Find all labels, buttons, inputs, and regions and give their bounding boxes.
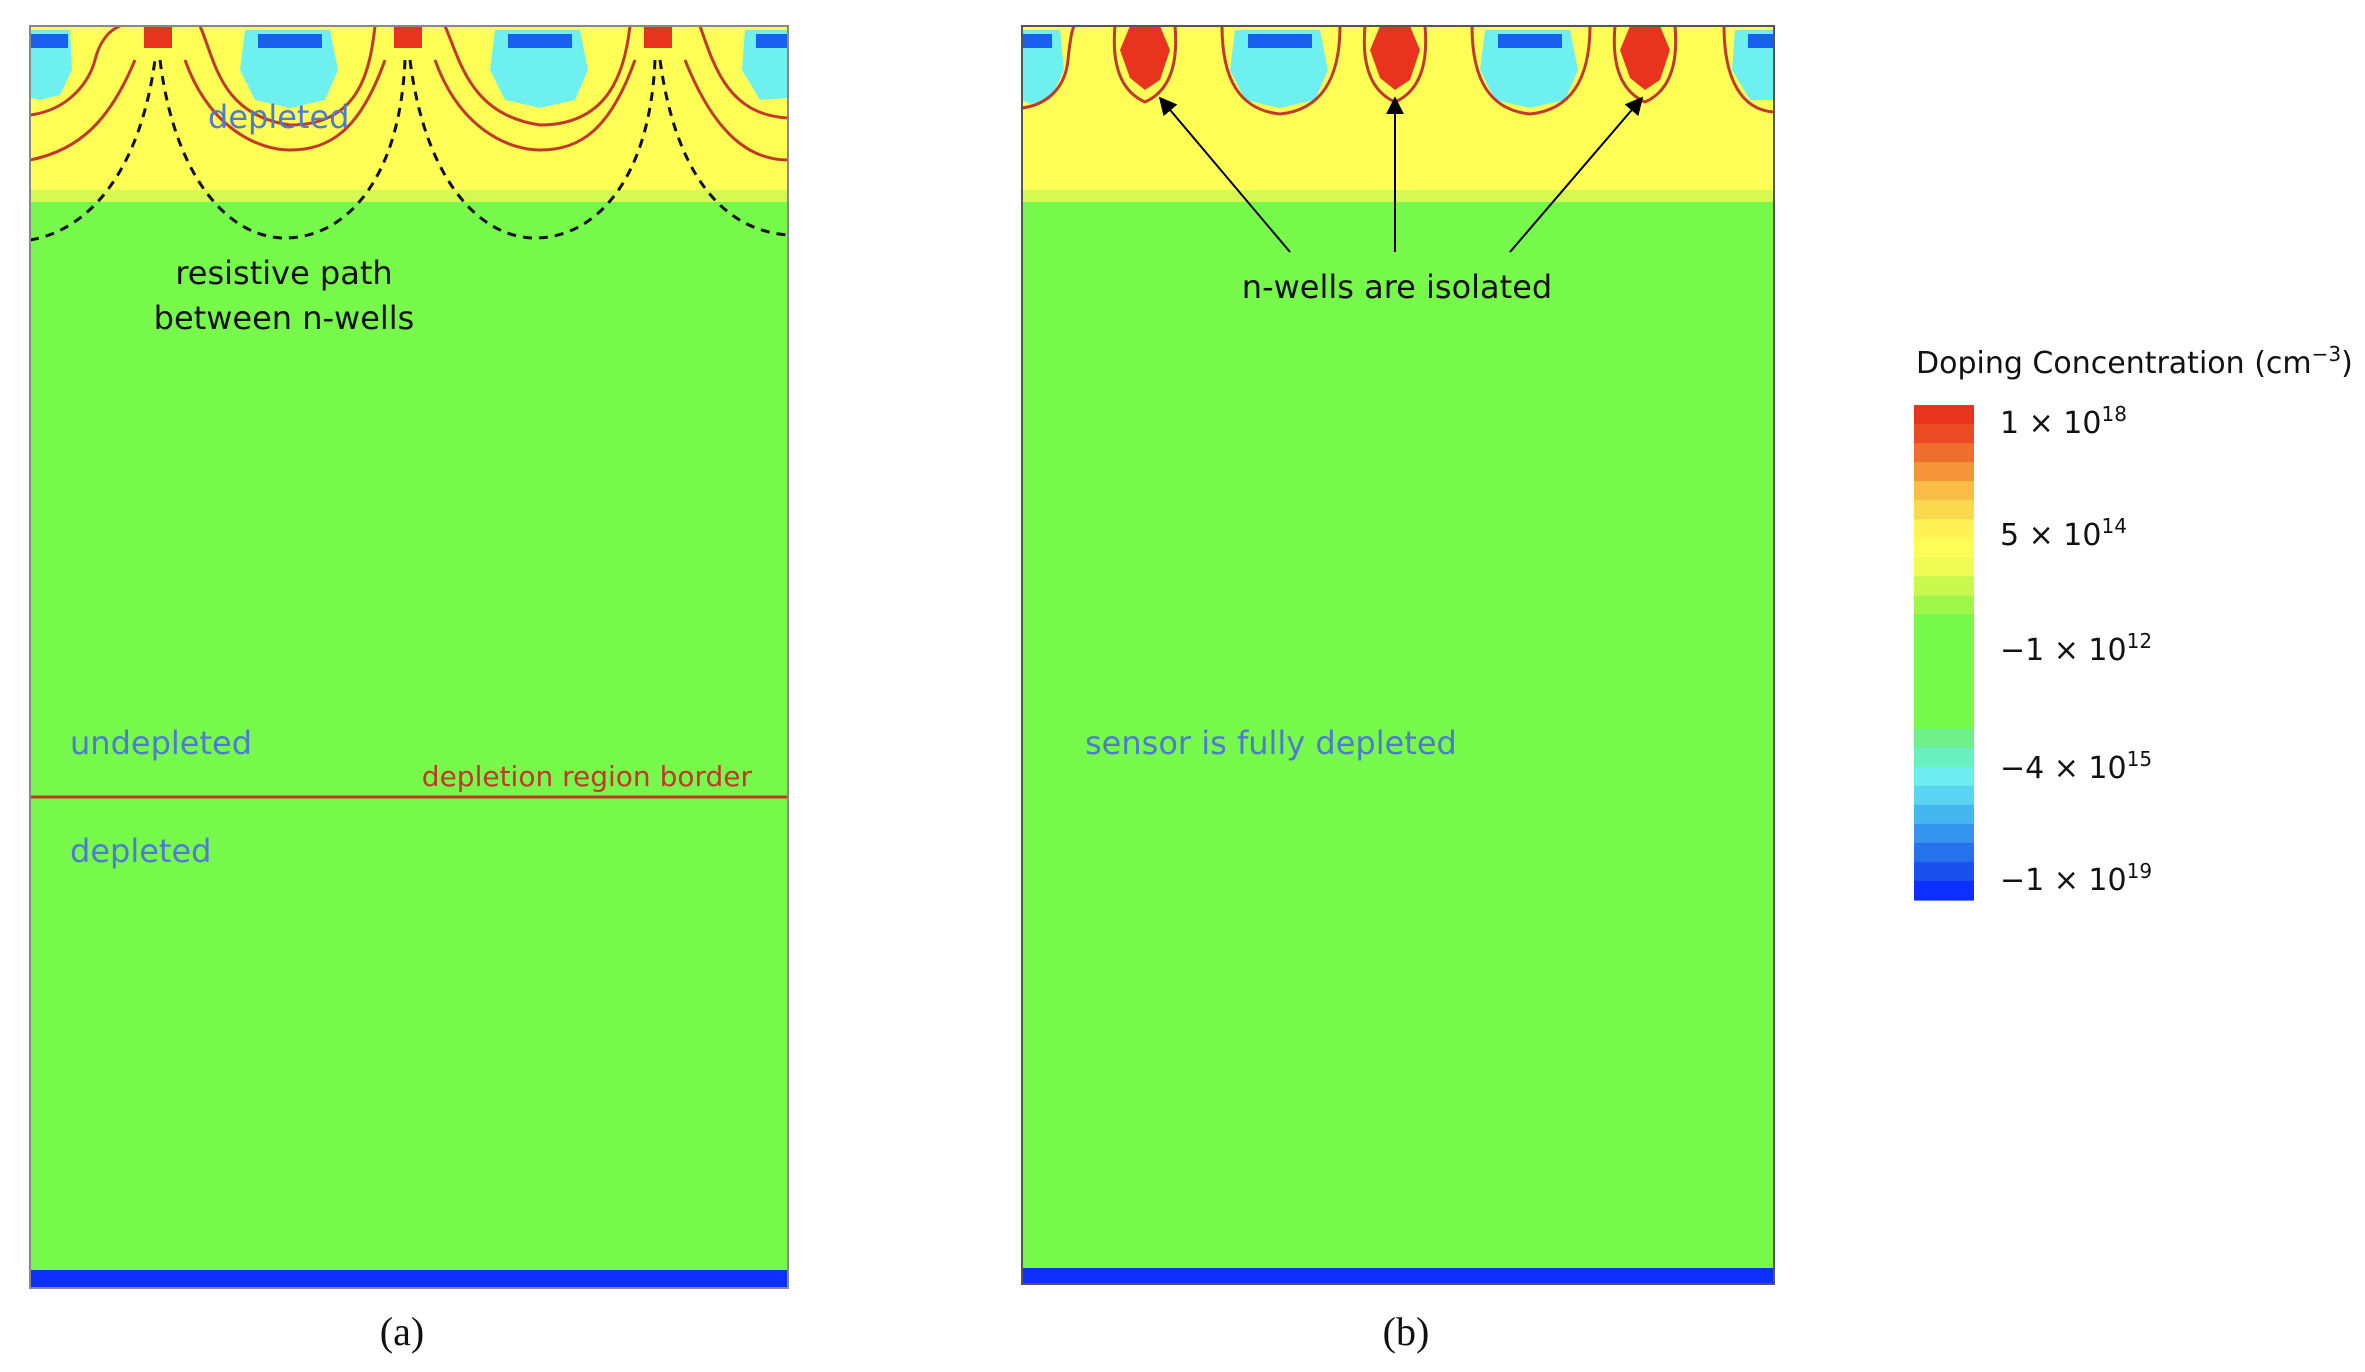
p-well-transition-b (1022, 190, 1774, 202)
deep-p-wells-b (1022, 30, 1774, 108)
label-isolated: n-wells are isolated (1242, 268, 1552, 306)
p-substrate-a (30, 26, 788, 1288)
isolation-arrows (1158, 96, 1644, 253)
legend-band (1914, 519, 1974, 539)
legend-band (1914, 443, 1974, 463)
doping-legend: Doping Concentration (cm−3) 1 × 1018 5 ×… (1914, 342, 2353, 901)
legend-band (1914, 823, 1974, 844)
caption-a: (a) (380, 1309, 424, 1354)
legend-band (1914, 842, 1974, 863)
panel-b: n-wells are isolated sensor is fully dep… (1021, 25, 1775, 1354)
legend-tick-3-mantissa: −4 × 10 (2000, 751, 2127, 786)
legend-band (1914, 462, 1974, 482)
backside-contact-b (1022, 1268, 1774, 1284)
legend-tick-2-exp: 12 (2127, 629, 2152, 653)
legend-tick-1: 5 × 1014 (2000, 514, 2127, 553)
resistive-path-lines (30, 59, 788, 242)
legend-band (1914, 766, 1974, 787)
legend-tick-1-exp: 14 (2101, 514, 2126, 538)
legend-color-bar (1914, 405, 1974, 901)
legend-tick-0: 1 × 1018 (2000, 402, 2127, 441)
legend-band (1914, 576, 1974, 596)
legend-band (1914, 652, 1974, 673)
p-substrate-b (1022, 26, 1774, 1284)
legend-tick-4-exp: 19 (2127, 859, 2152, 883)
legend-tick-2-mantissa: −1 × 10 (2000, 633, 2127, 668)
panel-b-border (1021, 25, 1775, 1285)
legend-title-text: Doping Concentration (cm (1916, 346, 2312, 381)
legend-band (1914, 500, 1974, 520)
p-well-layer-a (30, 26, 788, 196)
legend-tick-4: −1 × 1019 (2000, 859, 2152, 898)
legend-band (1914, 595, 1974, 616)
deep-p-wells-a (30, 30, 788, 108)
legend-title-close: ) (2341, 346, 2353, 381)
legend-band (1914, 690, 1974, 711)
label-depleted-top: depleted (208, 98, 349, 136)
backside-contact-a (30, 1270, 788, 1288)
legend-tick-4-mantissa: −1 × 10 (2000, 863, 2127, 898)
legend-ticks: 1 × 1018 5 × 1014 −1 × 1012 −4 × 1015 −1… (2000, 402, 2152, 898)
label-resistive-line2: between n-wells (154, 299, 415, 337)
legend-tick-0-exp: 18 (2101, 402, 2126, 426)
legend-band (1914, 557, 1974, 577)
legend-band (1914, 633, 1974, 654)
panel-a: depleted resistive path between n-wells … (29, 25, 789, 1354)
label-fully-depleted: sensor is fully depleted (1085, 724, 1457, 762)
legend-band (1914, 481, 1974, 501)
label-depletion-border: depletion region border (422, 760, 753, 793)
legend-tick-3-exp: 15 (2127, 747, 2152, 771)
label-resistive-line1: resistive path (175, 254, 392, 292)
legend-title-exp: −3 (2312, 342, 2341, 366)
legend-band (1914, 747, 1974, 768)
depletion-contours-a (30, 26, 788, 162)
legend-band (1914, 424, 1974, 444)
legend-tick-2: −1 × 1012 (2000, 629, 2152, 668)
legend-band (1914, 538, 1974, 558)
p-well-transition-a (30, 190, 788, 202)
panel-a-border (29, 25, 789, 1289)
n-wells-b (1120, 26, 1670, 90)
n-wells-a (144, 26, 672, 48)
legend-band (1914, 728, 1974, 749)
label-depleted-bottom: depleted (70, 832, 211, 870)
legend-tick-3: −4 × 1015 (2000, 747, 2152, 786)
legend-band (1914, 709, 1974, 730)
legend-tick-1-mantissa: 5 × 10 (2000, 518, 2101, 553)
label-undepleted: undepleted (70, 724, 252, 762)
legend-band (1914, 405, 1974, 425)
legend-band (1914, 671, 1974, 692)
legend-band (1914, 861, 1974, 882)
legend-title: Doping Concentration (cm−3) (1916, 342, 2353, 381)
legend-tick-0-mantissa: 1 × 10 (2000, 406, 2101, 441)
legend-band (1914, 880, 1974, 901)
legend-band (1914, 785, 1974, 806)
legend-band (1914, 614, 1974, 635)
caption-b: (b) (1383, 1309, 1430, 1354)
legend-band (1914, 804, 1974, 825)
